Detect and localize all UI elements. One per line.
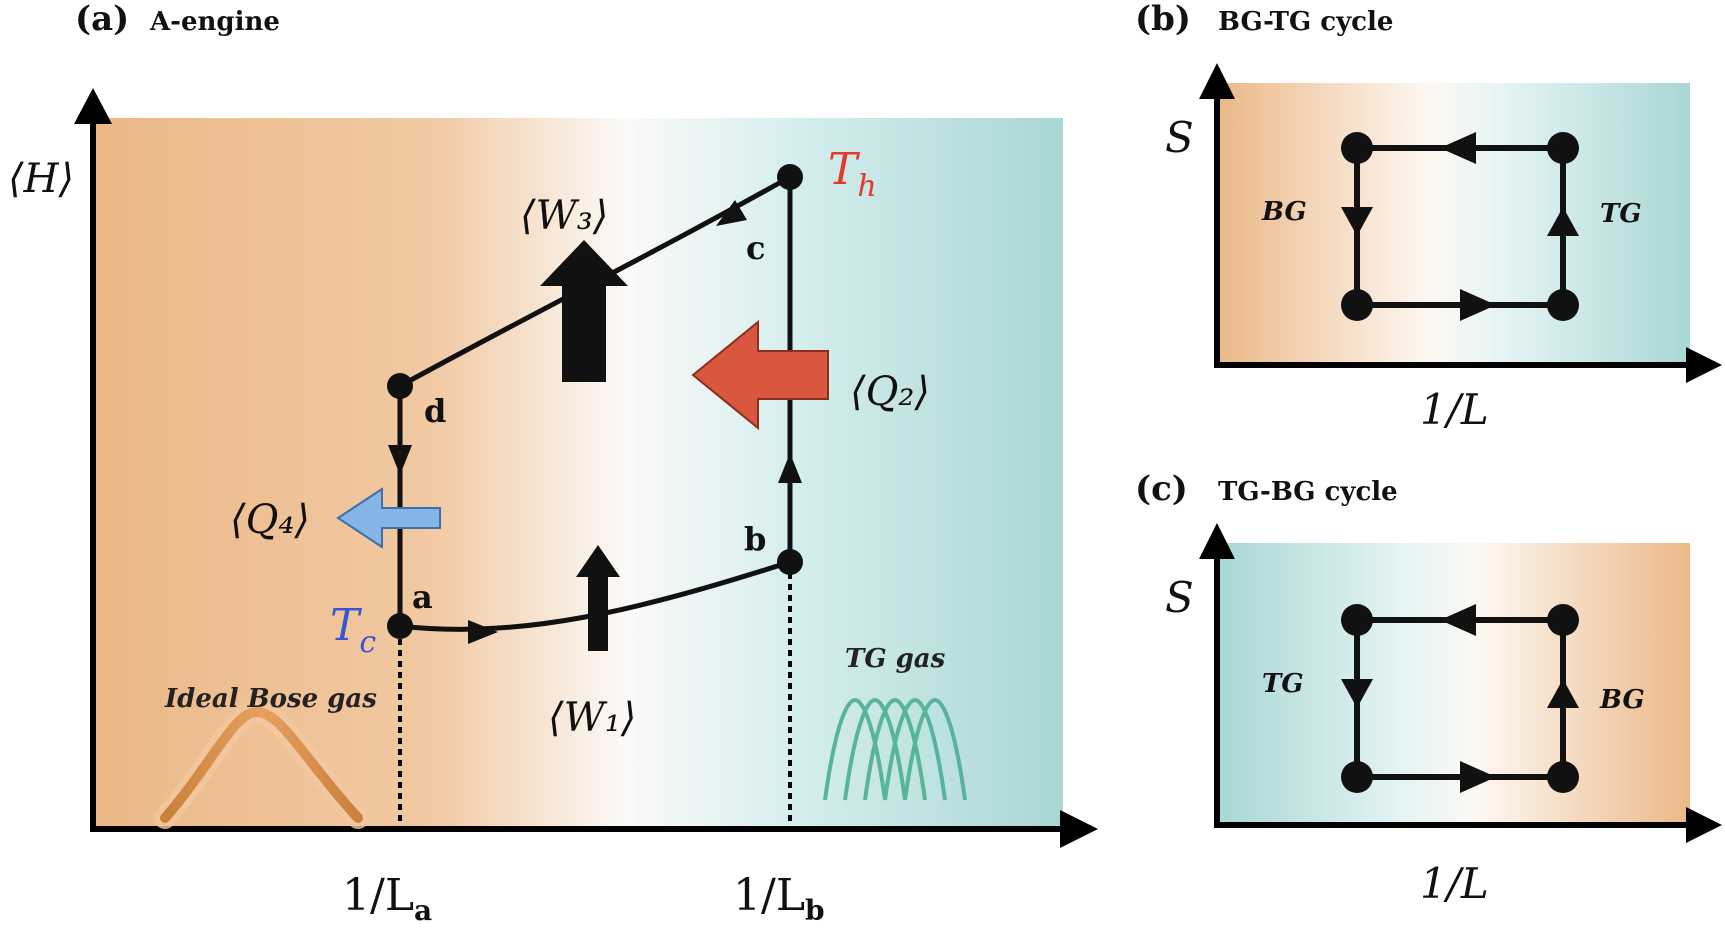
panel-b-arrow-left-icon: [1341, 207, 1373, 236]
panel-c-arrow-left-icon: [1341, 679, 1373, 708]
panel-a-y-label: ⟨H⟩: [8, 156, 74, 202]
panel-b-arrow-top-icon: [1440, 132, 1476, 164]
q2-label: ⟨Q₂⟩: [850, 369, 930, 415]
x-tick-la-main: 1/L: [342, 870, 414, 921]
panel-b-right-label: TG: [1600, 199, 1642, 229]
th-label: Th: [828, 144, 877, 204]
curve-a-to-b: [399, 559, 791, 632]
point-d-label: d: [424, 392, 446, 430]
panel-a: (a) A-engine ⟨H⟩ Ideal Bose gas TG gas: [8, 0, 1098, 927]
panel-b-arrow-right-icon: [1547, 207, 1579, 236]
point-c-label: c: [746, 229, 765, 267]
q4-label: ⟨Q₄⟩: [230, 497, 310, 543]
x-tick-lb: 1/Lb: [733, 870, 825, 927]
panel-b-y-label: S: [1165, 113, 1194, 162]
panel-b-x-label: 1/L: [1420, 385, 1489, 434]
x-tick-la-sub: a: [414, 894, 432, 927]
q2-arrow-icon: [691, 319, 829, 431]
x-tick-la: 1/La: [342, 870, 432, 927]
panel-c-left-label: TG: [1262, 669, 1304, 699]
tc-label-sub: c: [359, 625, 376, 660]
panel-b-tag: (b): [1135, 0, 1191, 39]
point-a-dot: [387, 613, 413, 639]
panel-c-arrow-bottom-icon: [1460, 761, 1496, 793]
th-label-main: T: [828, 144, 861, 195]
panel-b-corner-tr: [1547, 132, 1579, 164]
panel-a-y-arrow-icon: [74, 88, 112, 124]
tg-gas-label: TG gas: [845, 644, 946, 674]
panel-b-corner-br: [1547, 289, 1579, 321]
panel-c-arrow-right-icon: [1547, 679, 1579, 708]
panel-b-title: BG-TG cycle: [1218, 7, 1393, 37]
bose-gas-wave-core: [160, 707, 363, 823]
panel-b-left-label: BG: [1261, 197, 1307, 227]
panel-c-x-arrow-icon: [1686, 807, 1722, 843]
point-b-dot: [777, 549, 803, 575]
panel-c-corner-tr: [1547, 604, 1579, 636]
arrow-ab-icon: [468, 620, 498, 644]
panel-b-background: [1217, 83, 1690, 365]
th-label-sub: h: [857, 169, 876, 204]
panel-c-x-label: 1/L: [1420, 859, 1489, 908]
x-tick-lb-main: 1/L: [733, 870, 805, 921]
panel-c-corner-tl: [1341, 604, 1373, 636]
panel-c-y-label: S: [1165, 573, 1194, 622]
panel-b-corner-tl: [1341, 132, 1373, 164]
w1-arrow-icon: [576, 545, 620, 651]
panel-c-corner-br: [1547, 761, 1579, 793]
arrow-thd-icon: [716, 200, 747, 226]
panel-c-y-arrow-icon: [1199, 523, 1235, 559]
panel-b-y-arrow-icon: [1199, 63, 1235, 99]
panel-b-arrow-bottom-icon: [1460, 289, 1496, 321]
q4-arrow-icon: [336, 487, 441, 549]
panel-b-corner-bl: [1341, 289, 1373, 321]
panel-a-title: A-engine: [149, 7, 280, 37]
point-th-dot: [777, 164, 803, 190]
panel-c-right-label: BG: [1599, 685, 1645, 715]
point-d-dot: [387, 373, 413, 399]
x-tick-lb-sub: b: [805, 894, 825, 927]
w1-label: ⟨W₁⟩: [548, 695, 636, 741]
w3-label: ⟨W₃⟩: [520, 193, 608, 239]
tc-label: Tc: [330, 600, 376, 660]
panel-b: (b) BG-TG cycle S 1/L BG TG: [1135, 0, 1722, 434]
tg-gas-waves: [823, 697, 967, 801]
panel-c-corner-bl: [1341, 761, 1373, 793]
point-a-label: a: [412, 578, 433, 616]
w3-arrow-icon: [540, 240, 628, 382]
tc-label-main: T: [330, 600, 363, 651]
panel-a-x-arrow-icon: [1060, 810, 1098, 848]
panel-c-arrow-top-icon: [1440, 604, 1476, 636]
arrow-da-icon: [388, 445, 412, 475]
panel-a-tag: (a): [75, 0, 129, 39]
panel-c-title: TG-BG cycle: [1218, 477, 1398, 507]
arrow-bth-icon: [778, 453, 802, 483]
panel-c-tag: (c): [1135, 469, 1188, 509]
point-b-label: b: [744, 520, 766, 558]
panel-c: (c) TG-BG cycle S 1/L TG BG: [1135, 469, 1722, 908]
bose-gas-label: Ideal Bose gas: [164, 684, 377, 714]
panel-b-x-arrow-icon: [1686, 347, 1722, 383]
